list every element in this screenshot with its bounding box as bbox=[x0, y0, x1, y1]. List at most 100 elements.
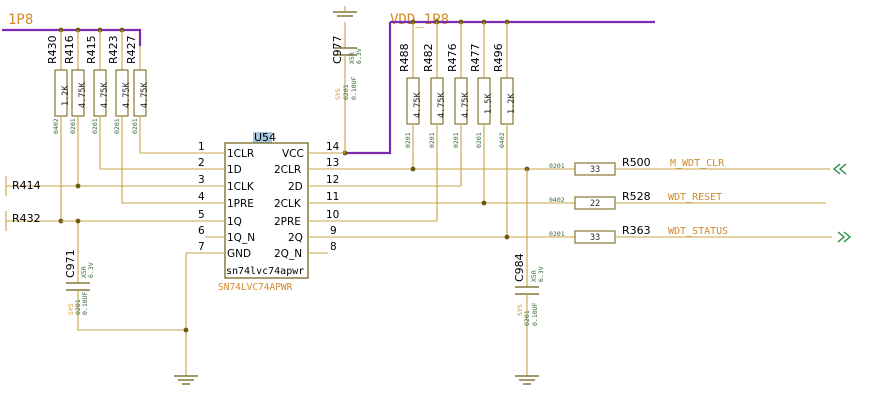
svg-text:4.75K: 4.75K bbox=[461, 92, 471, 118]
svg-text:GND: GND bbox=[227, 248, 251, 260]
svg-text:4.75K: 4.75K bbox=[78, 82, 88, 108]
svg-text:0201: 0201 bbox=[475, 132, 483, 148]
svg-text:R415: R415 bbox=[85, 35, 98, 64]
svg-text:0201: 0201 bbox=[113, 118, 121, 134]
svg-text:4.75K: 4.75K bbox=[122, 82, 132, 108]
svg-text:7: 7 bbox=[198, 241, 205, 253]
svg-text:5: 5 bbox=[198, 209, 205, 221]
svg-text:6.3V: 6.3V bbox=[355, 48, 363, 64]
svg-text:1.5K: 1.5K bbox=[484, 93, 494, 114]
svg-text:0.10UF: 0.10UF bbox=[81, 291, 89, 315]
svg-text:33: 33 bbox=[590, 233, 600, 243]
svg-text:11: 11 bbox=[326, 191, 339, 203]
svg-text:C977: C977 bbox=[331, 35, 344, 64]
rail-label-vdd-1p8: VDD_1P8 bbox=[390, 12, 449, 28]
ground-symbol-left bbox=[174, 375, 198, 385]
rail-label-1p8: 1P8 bbox=[8, 12, 33, 28]
svg-text:R427: R427 bbox=[125, 35, 138, 64]
svg-text:C984: C984 bbox=[513, 253, 526, 282]
resistor-r423: R423 4.75K 0201 bbox=[107, 30, 225, 204]
svg-text:R500: R500 bbox=[622, 156, 651, 169]
svg-text:R496: R496 bbox=[492, 43, 505, 72]
svg-text:R476: R476 bbox=[446, 43, 459, 72]
svg-text:SYS: SYS bbox=[334, 88, 342, 100]
offpage-arrow-left-icon bbox=[832, 163, 847, 175]
resistor-r496: R496 1.2K 0402 bbox=[492, 22, 517, 237]
svg-text:0201: 0201 bbox=[549, 230, 565, 238]
svg-text:0201: 0201 bbox=[404, 132, 412, 148]
svg-text:0201: 0201 bbox=[74, 299, 82, 315]
offpage-r414: R414 bbox=[5, 176, 225, 196]
svg-text:4: 4 bbox=[198, 191, 205, 203]
resistor-r415: R415 4.75K 0201 bbox=[85, 30, 225, 170]
resistor-r500: 33 0201 R500 M_WDT_CLR bbox=[549, 156, 847, 176]
capacitor-c984: C984 X5R 6.3V 0201 0.10UF SYS bbox=[513, 169, 545, 385]
svg-text:2PRE: 2PRE bbox=[274, 216, 301, 228]
svg-text:22: 22 bbox=[590, 199, 600, 209]
svg-text:6.3V: 6.3V bbox=[537, 266, 545, 282]
resistor-r416: R416 4.75K 0201 bbox=[63, 30, 88, 186]
svg-text:0.10UF: 0.10UF bbox=[350, 76, 358, 100]
svg-text:8: 8 bbox=[330, 241, 337, 253]
svg-text:1.2K: 1.2K bbox=[61, 85, 71, 106]
resistor-r482: R482 4.75K 0201 bbox=[422, 22, 447, 221]
svg-text:SYS: SYS bbox=[67, 303, 75, 315]
svg-text:12: 12 bbox=[326, 174, 339, 186]
svg-text:1.2K: 1.2K bbox=[507, 93, 517, 114]
resistor-r430: R430 1.2K 0402 bbox=[46, 30, 71, 221]
svg-text:0201: 0201 bbox=[131, 118, 139, 134]
svg-text:0201: 0201 bbox=[69, 118, 77, 134]
ic-u54: U54 sn74lvc74apwr SN74LVC74APWR 1 1CLR 2… bbox=[198, 131, 340, 293]
rail-1p8-bus bbox=[2, 28, 142, 46]
svg-text:6.3V: 6.3V bbox=[87, 262, 95, 278]
svg-text:10: 10 bbox=[326, 209, 339, 221]
net-label-m-wdt-clr: M_WDT_CLR bbox=[670, 158, 725, 169]
svg-text:2: 2 bbox=[198, 157, 205, 169]
svg-text:0201: 0201 bbox=[452, 132, 460, 148]
offpage-r432: R432 bbox=[5, 211, 64, 231]
svg-text:X5R: X5R bbox=[530, 270, 538, 282]
svg-text:0402: 0402 bbox=[549, 196, 565, 204]
capacitor-c971: C971 X5R 6.3V 0201 0.10UF SYS bbox=[64, 221, 186, 331]
svg-text:4.75K: 4.75K bbox=[413, 92, 423, 118]
net-label-wdt-reset: WDT_RESET bbox=[668, 192, 722, 203]
resistor-r427: R427 4.75K 0201 bbox=[125, 35, 225, 154]
svg-text:R423: R423 bbox=[107, 35, 120, 64]
svg-text:0201: 0201 bbox=[91, 118, 99, 134]
svg-text:13: 13 bbox=[326, 157, 339, 169]
svg-text:1PRE: 1PRE bbox=[227, 198, 254, 210]
svg-text:4.75K: 4.75K bbox=[100, 82, 110, 108]
resistor-r477: R477 1.5K 0201 bbox=[469, 22, 494, 203]
net-label-wdt-status: WDT_STATUS bbox=[668, 226, 728, 237]
ic-part-number: SN74LVC74APWR bbox=[218, 282, 293, 293]
svg-text:R482: R482 bbox=[422, 43, 435, 72]
resistor-r363: 33 0201 R363 WDT_STATUS bbox=[549, 224, 852, 244]
svg-text:1: 1 bbox=[198, 141, 205, 153]
offpage-arrow-right-icon bbox=[837, 231, 852, 243]
svg-text:1CLK: 1CLK bbox=[227, 181, 255, 193]
svg-text:R430: R430 bbox=[46, 35, 59, 64]
svg-text:2CLK: 2CLK bbox=[274, 198, 302, 210]
svg-text:R363: R363 bbox=[622, 224, 651, 237]
svg-text:R432: R432 bbox=[12, 212, 41, 225]
svg-text:1CLR: 1CLR bbox=[227, 148, 254, 160]
resistor-r528: 22 0402 R528 WDT_RESET bbox=[549, 190, 826, 210]
svg-text:3: 3 bbox=[198, 174, 205, 186]
capacitor-c977: C977 X5R 6.3V 0201 0.10UF SYS bbox=[331, 6, 363, 153]
svg-text:SYS: SYS bbox=[516, 304, 524, 316]
ic-name: sn74lvc74apwr bbox=[226, 266, 304, 277]
ic-ref: U54 bbox=[254, 131, 276, 144]
svg-text:9: 9 bbox=[330, 225, 337, 237]
svg-text:0201: 0201 bbox=[549, 162, 565, 170]
svg-text:1D: 1D bbox=[227, 164, 242, 176]
svg-text:6: 6 bbox=[198, 225, 205, 237]
resistor-r476: R476 4.75K 0201 bbox=[446, 22, 471, 186]
svg-text:2CLR: 2CLR bbox=[274, 164, 301, 176]
svg-text:0201: 0201 bbox=[523, 310, 531, 326]
svg-text:0402: 0402 bbox=[52, 118, 60, 134]
svg-text:R477: R477 bbox=[469, 43, 482, 72]
svg-text:0201: 0201 bbox=[428, 132, 436, 148]
svg-text:2Q_N: 2Q_N bbox=[274, 248, 302, 260]
svg-text:VCC: VCC bbox=[282, 148, 304, 160]
